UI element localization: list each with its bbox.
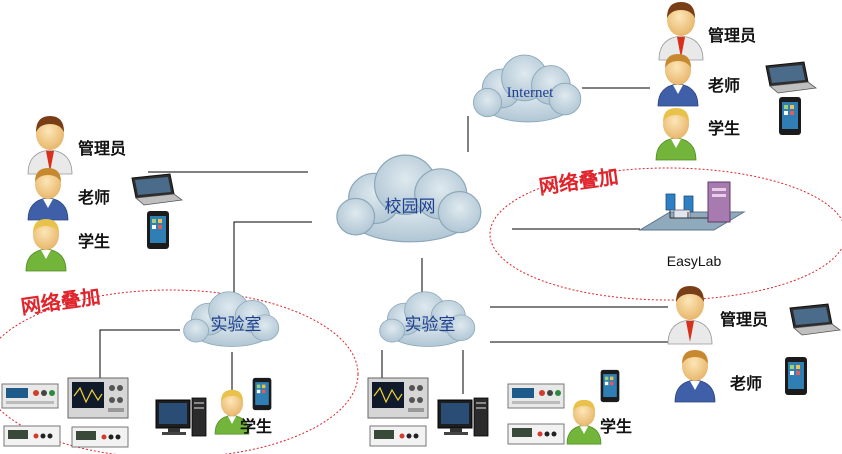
- top-teacher-label: 老师: [707, 76, 740, 95]
- bottom-right-user-group: 管理员 老师: [667, 285, 841, 403]
- desktop-pc-icon: [437, 397, 489, 437]
- top-admin-label: 管理员: [708, 26, 756, 45]
- left-student-label: 学生: [78, 232, 110, 251]
- laptop-icon: [789, 303, 841, 336]
- easylab-label: EasyLab: [667, 253, 722, 269]
- link-lab-left-instruments: [99, 329, 180, 378]
- cloud-lab-left-label: 实验室: [211, 315, 262, 335]
- teacher-person-icon: [674, 349, 716, 403]
- tablet-icon: [785, 357, 807, 395]
- top-student-label: 学生: [708, 119, 740, 138]
- cloud-campus-label: 校园网: [385, 197, 436, 217]
- left-user-group: 管理员 老师 学生: [25, 115, 183, 272]
- signal-generator-icon: [507, 423, 565, 445]
- multimeter-icon: [3, 425, 61, 447]
- student-person-icon: [25, 218, 67, 272]
- top-right-user-group: 管理员 老师 学生: [655, 1, 817, 161]
- left-teacher-label: 老师: [77, 188, 110, 207]
- cloud-lab-right-label: 实验室: [405, 315, 456, 335]
- overlay-label-left: 网络叠加: [19, 284, 102, 319]
- left-lab-equipment: 学生: [1, 377, 272, 448]
- tablet-icon: [600, 369, 620, 403]
- overlay-boundary-easylab: [489, 167, 842, 301]
- laptop-icon: [131, 173, 183, 206]
- signal-generator-icon: [71, 426, 129, 448]
- cloud-internet-label: Internet: [507, 85, 554, 101]
- multimeter-icon: [369, 425, 427, 447]
- tablet-icon: [147, 211, 169, 249]
- teacher-person-icon: [657, 53, 699, 107]
- student-person-icon: [655, 107, 697, 161]
- bottom-admin-label: 管理员: [720, 310, 768, 329]
- bottom-teacher-label: 老师: [729, 374, 762, 393]
- student-person-icon: [566, 399, 602, 445]
- desktop-pc-icon: [155, 397, 207, 437]
- left-admin-label: 管理员: [78, 139, 126, 158]
- link-campus-lab-left: [233, 221, 312, 296]
- laptop-icon: [765, 61, 817, 94]
- right-lab-student-label: 学生: [600, 417, 632, 436]
- admin-person-icon: [667, 285, 713, 345]
- tablet-icon: [779, 97, 801, 135]
- oscilloscope-icon: [367, 377, 429, 419]
- oscilloscope-icon: [67, 377, 129, 419]
- overlay-boundary-left: [0, 289, 359, 454]
- link-lines: [99, 87, 668, 394]
- overlay-label-easylab: 网络叠加: [537, 164, 620, 199]
- left-lab-student-label: 学生: [240, 417, 272, 436]
- easylab-server-icon: [638, 181, 746, 231]
- admin-person-icon: [658, 1, 704, 61]
- right-lab-equipment: 学生: [367, 369, 632, 447]
- power-supply-icon: [507, 383, 565, 409]
- tablet-icon: [252, 377, 272, 411]
- admin-person-icon: [27, 115, 73, 175]
- teacher-person-icon: [27, 167, 69, 221]
- power-supply-icon: [1, 383, 59, 409]
